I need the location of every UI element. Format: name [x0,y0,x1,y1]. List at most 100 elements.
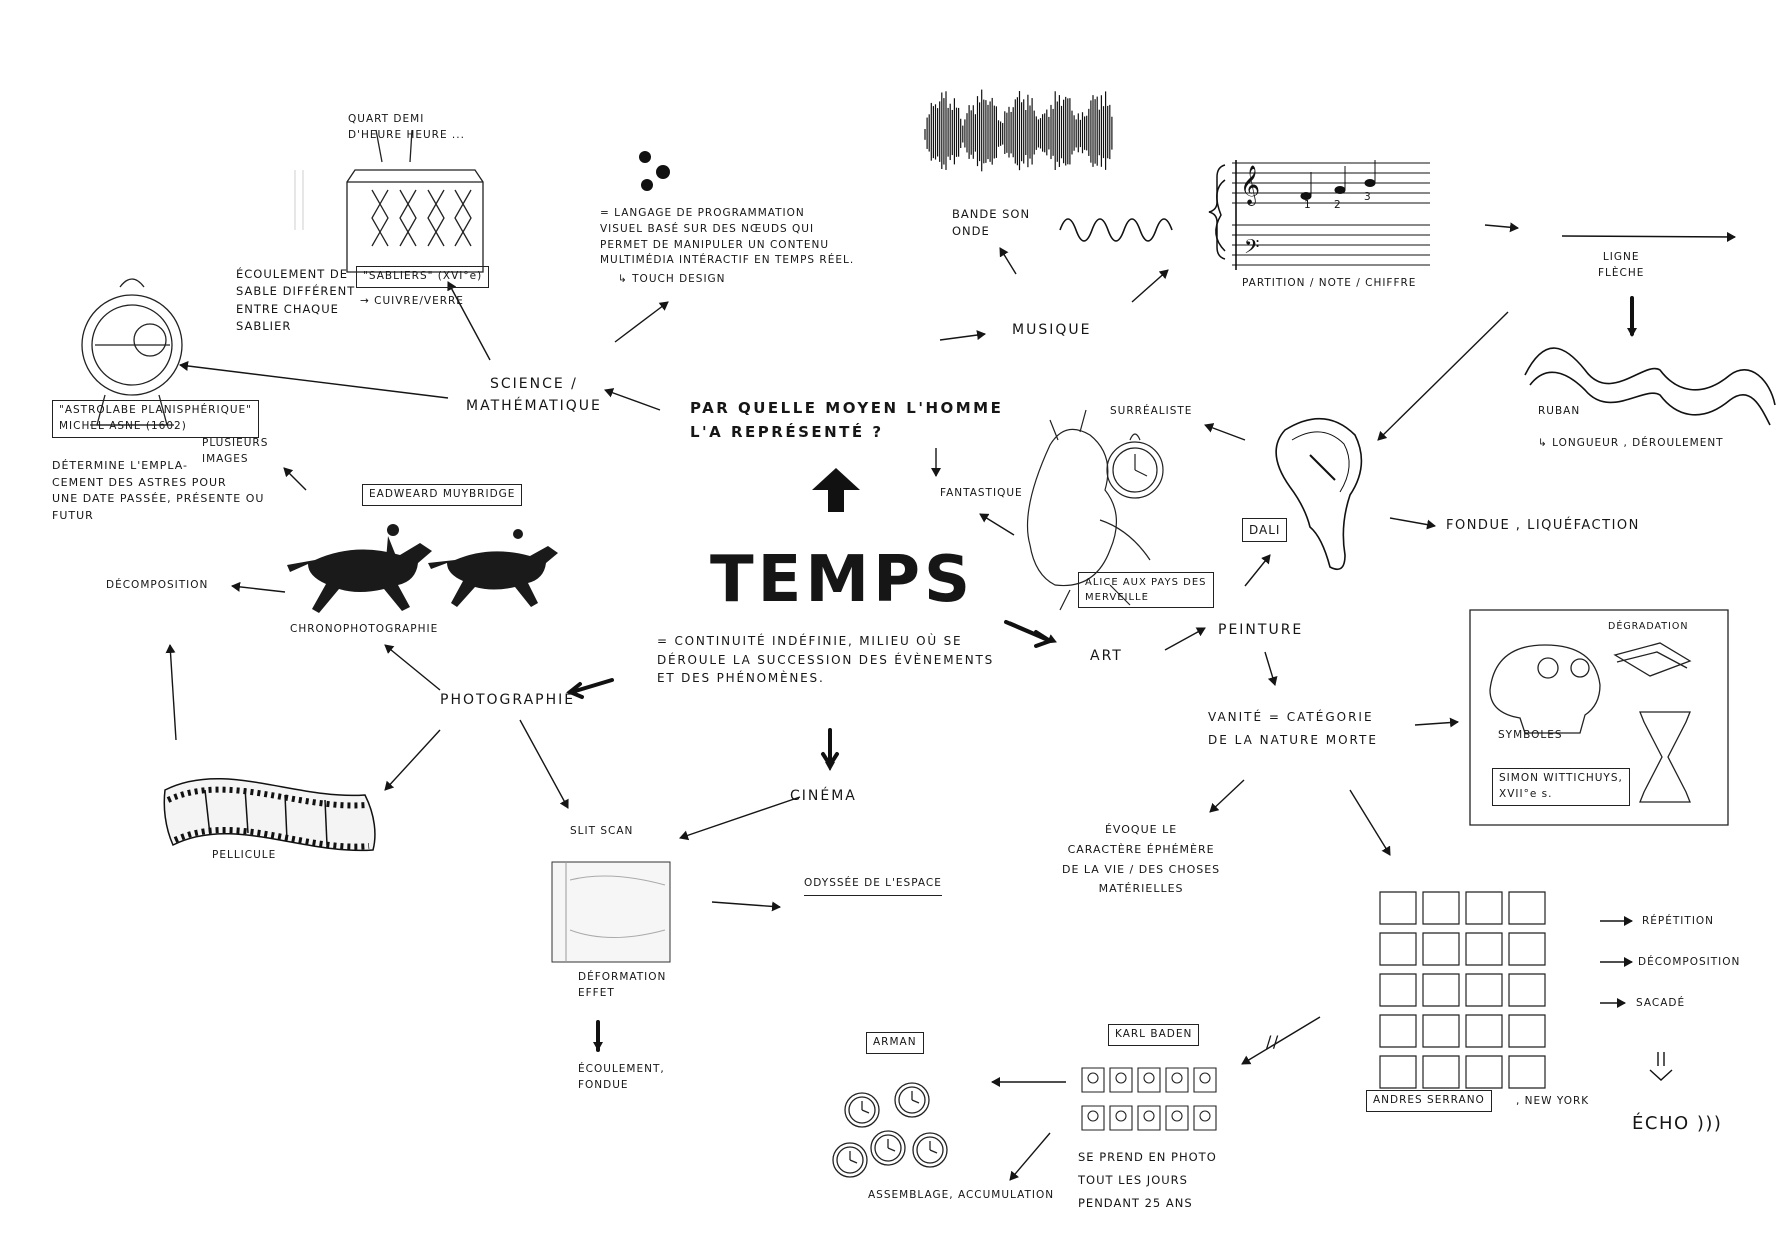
note-2: 2 [1334,199,1342,211]
astrolabe-description: DÉTERMINE L'EMPLA- CEMENT DES ASTRES POU… [52,459,265,522]
baden-portrait-face [1116,1111,1126,1121]
serrano-photo-frame [1509,1056,1545,1088]
ecoulement-label: ÉCOULEMENT, FONDUE [578,1063,665,1091]
serrano-photo-frame [1423,892,1459,924]
node-musique: MUSIQUE [1012,322,1092,338]
simon-box: SIMON WITTICHUYS, XVII°e s. [1492,768,1630,806]
deformation-label: DÉFORMATION EFFET [578,971,667,999]
arrow-to-partition [1132,269,1169,302]
up-arrow-icon [812,468,860,512]
baden-portrait-frame [1110,1106,1132,1130]
decomposition-label-2: DÉCOMPOSITION [1638,956,1741,968]
ribbon-icon [1525,348,1775,425]
baden-portrait-face [1116,1073,1126,1083]
serrano-photo-frame [1466,933,1502,965]
serrano-photo-frame [1466,1056,1502,1088]
slit-scan-label: SLIT SCAN [570,825,634,837]
sound-label: BANDE SON ONDE [952,207,1031,239]
arman-clock-inner [917,1137,943,1163]
serrano-photo-frame [1423,1015,1459,1047]
serrano-photo-grid [1380,892,1545,1088]
film-strip-icon [164,779,375,851]
svg-text:𝄢: 𝄢 [1244,235,1259,263]
bold-arrowhead-photographie [570,684,582,697]
arrow-to-dali-watch [1377,312,1508,441]
arrow-partition-ligne [1485,222,1519,233]
baden-portrait-face [1144,1073,1154,1083]
central-title: TEMPS [710,543,975,617]
baden-portrait-frame [1166,1068,1188,1092]
astrolabe-icon [82,279,182,425]
arrow-to-slitscan [520,720,568,809]
melting-clock-icon [1276,419,1361,570]
arrow-to-plusieurs [283,467,306,490]
arrow-to-odyssee [712,902,781,912]
arman-clock-hand [862,1110,869,1113]
sound-wave-icon [925,90,1112,172]
degradation-label: DÉGRADATION [1608,621,1689,632]
serrano-photo-frame [1509,933,1545,965]
baden-portrait-frame [1082,1106,1104,1130]
svg-text:𝄞: 𝄞 [1240,165,1260,206]
baden-portrait-frame [1082,1068,1104,1092]
arrow-to-vanite [1265,652,1278,686]
arman-clock-inner [875,1135,901,1161]
serrano-photo-frame [1423,1056,1459,1088]
music-staff-icon: 𝄞 𝄢 [1216,160,1430,270]
saccade-label: SACADÉ [1636,997,1686,1009]
assemblage-label: ASSEMBLAGE, ACCUMULATION [868,1189,1055,1201]
arrow-to-dali [1245,554,1271,586]
echo-arrow-icon [1650,1052,1672,1080]
arman-clock-inner [837,1147,863,1173]
symboles-label: SYMBOLES [1498,729,1563,741]
ruban-label: RUBAN [1538,405,1581,417]
arrow-to-astrolabe [179,361,448,398]
baden-description: SE PREND EN PHOTO TOUT LES JOURS PENDANT… [1078,1150,1217,1210]
ghost-hourglass-icon [295,170,303,230]
evoque-label: ÉVOQUE LE CARACTÈRE ÉPHÉMÈRE DE LA VIE /… [1062,823,1221,896]
arman-clock-face [871,1131,905,1165]
astrolabe-box: "ASTROLABE PLANISPHÉRIQUE" MICHEL ASNE (… [52,400,259,438]
touch-design-label: ↳ TOUCH DESIGN [618,273,726,285]
arrow-to-evoque [1209,780,1244,813]
sablier-material: → CUIVRE/VERRE [360,295,464,307]
baden-portrait-face [1144,1111,1154,1121]
serrano-photo-frame [1466,892,1502,924]
bold-arrowhead-cinema [823,754,837,765]
note-3: 3 [1364,191,1372,203]
serrano-photo-frame [1380,1056,1416,1088]
node-science: SCIENCE / MATHÉMATIQUE [466,376,602,414]
sablier-box: "SABLIERS" (XVI°e) [356,266,490,288]
brace-icon [1209,165,1225,259]
chrono-label: CHRONOPHOTOGRAPHIE [290,623,439,635]
baden-portrait-face [1200,1111,1210,1121]
baden-portrait-frame [1166,1106,1188,1130]
arman-clock-inner [899,1087,925,1113]
baden-portrait-face [1088,1073,1098,1083]
arrow-to-symboles [1415,717,1459,728]
repetition-label: RÉPÉTITION [1642,915,1715,927]
new-york-label: , NEW YORK [1516,1095,1590,1107]
baden-portrait-face [1200,1073,1210,1083]
baden-portrait-frame [1138,1106,1160,1130]
arrow-to-bande-son [1000,247,1016,274]
arman-clock-inner [849,1097,875,1123]
node-cinema: CINÉMA [790,788,857,804]
serrano-photo-frame [1380,892,1416,924]
touch-description: = LANGAGE DE PROGRAMMATION VISUEL BASÉ S… [600,207,855,267]
galloping-horse-icon-2 [428,529,558,607]
serrano-photo-frame [1423,974,1459,1006]
sine-wave-icon [1060,219,1172,241]
arrow-to-chrono [384,644,440,690]
arman-clock-face [845,1093,879,1127]
arrow-to-pellicule [384,730,440,791]
odyssee-label: ODYSSÉE DE L'ESPACE [804,876,942,896]
bold-arrows [570,298,1632,1050]
serrano-photo-frame [1509,974,1545,1006]
baden-portrait-face [1088,1111,1098,1121]
pellicule-label: PELLICULE [212,849,277,861]
arrow-to-baden [1241,1017,1320,1064]
arrow-to-science [604,388,660,410]
arrow-to-peinture [1165,628,1206,650]
dali-box: DALI [1242,518,1288,542]
